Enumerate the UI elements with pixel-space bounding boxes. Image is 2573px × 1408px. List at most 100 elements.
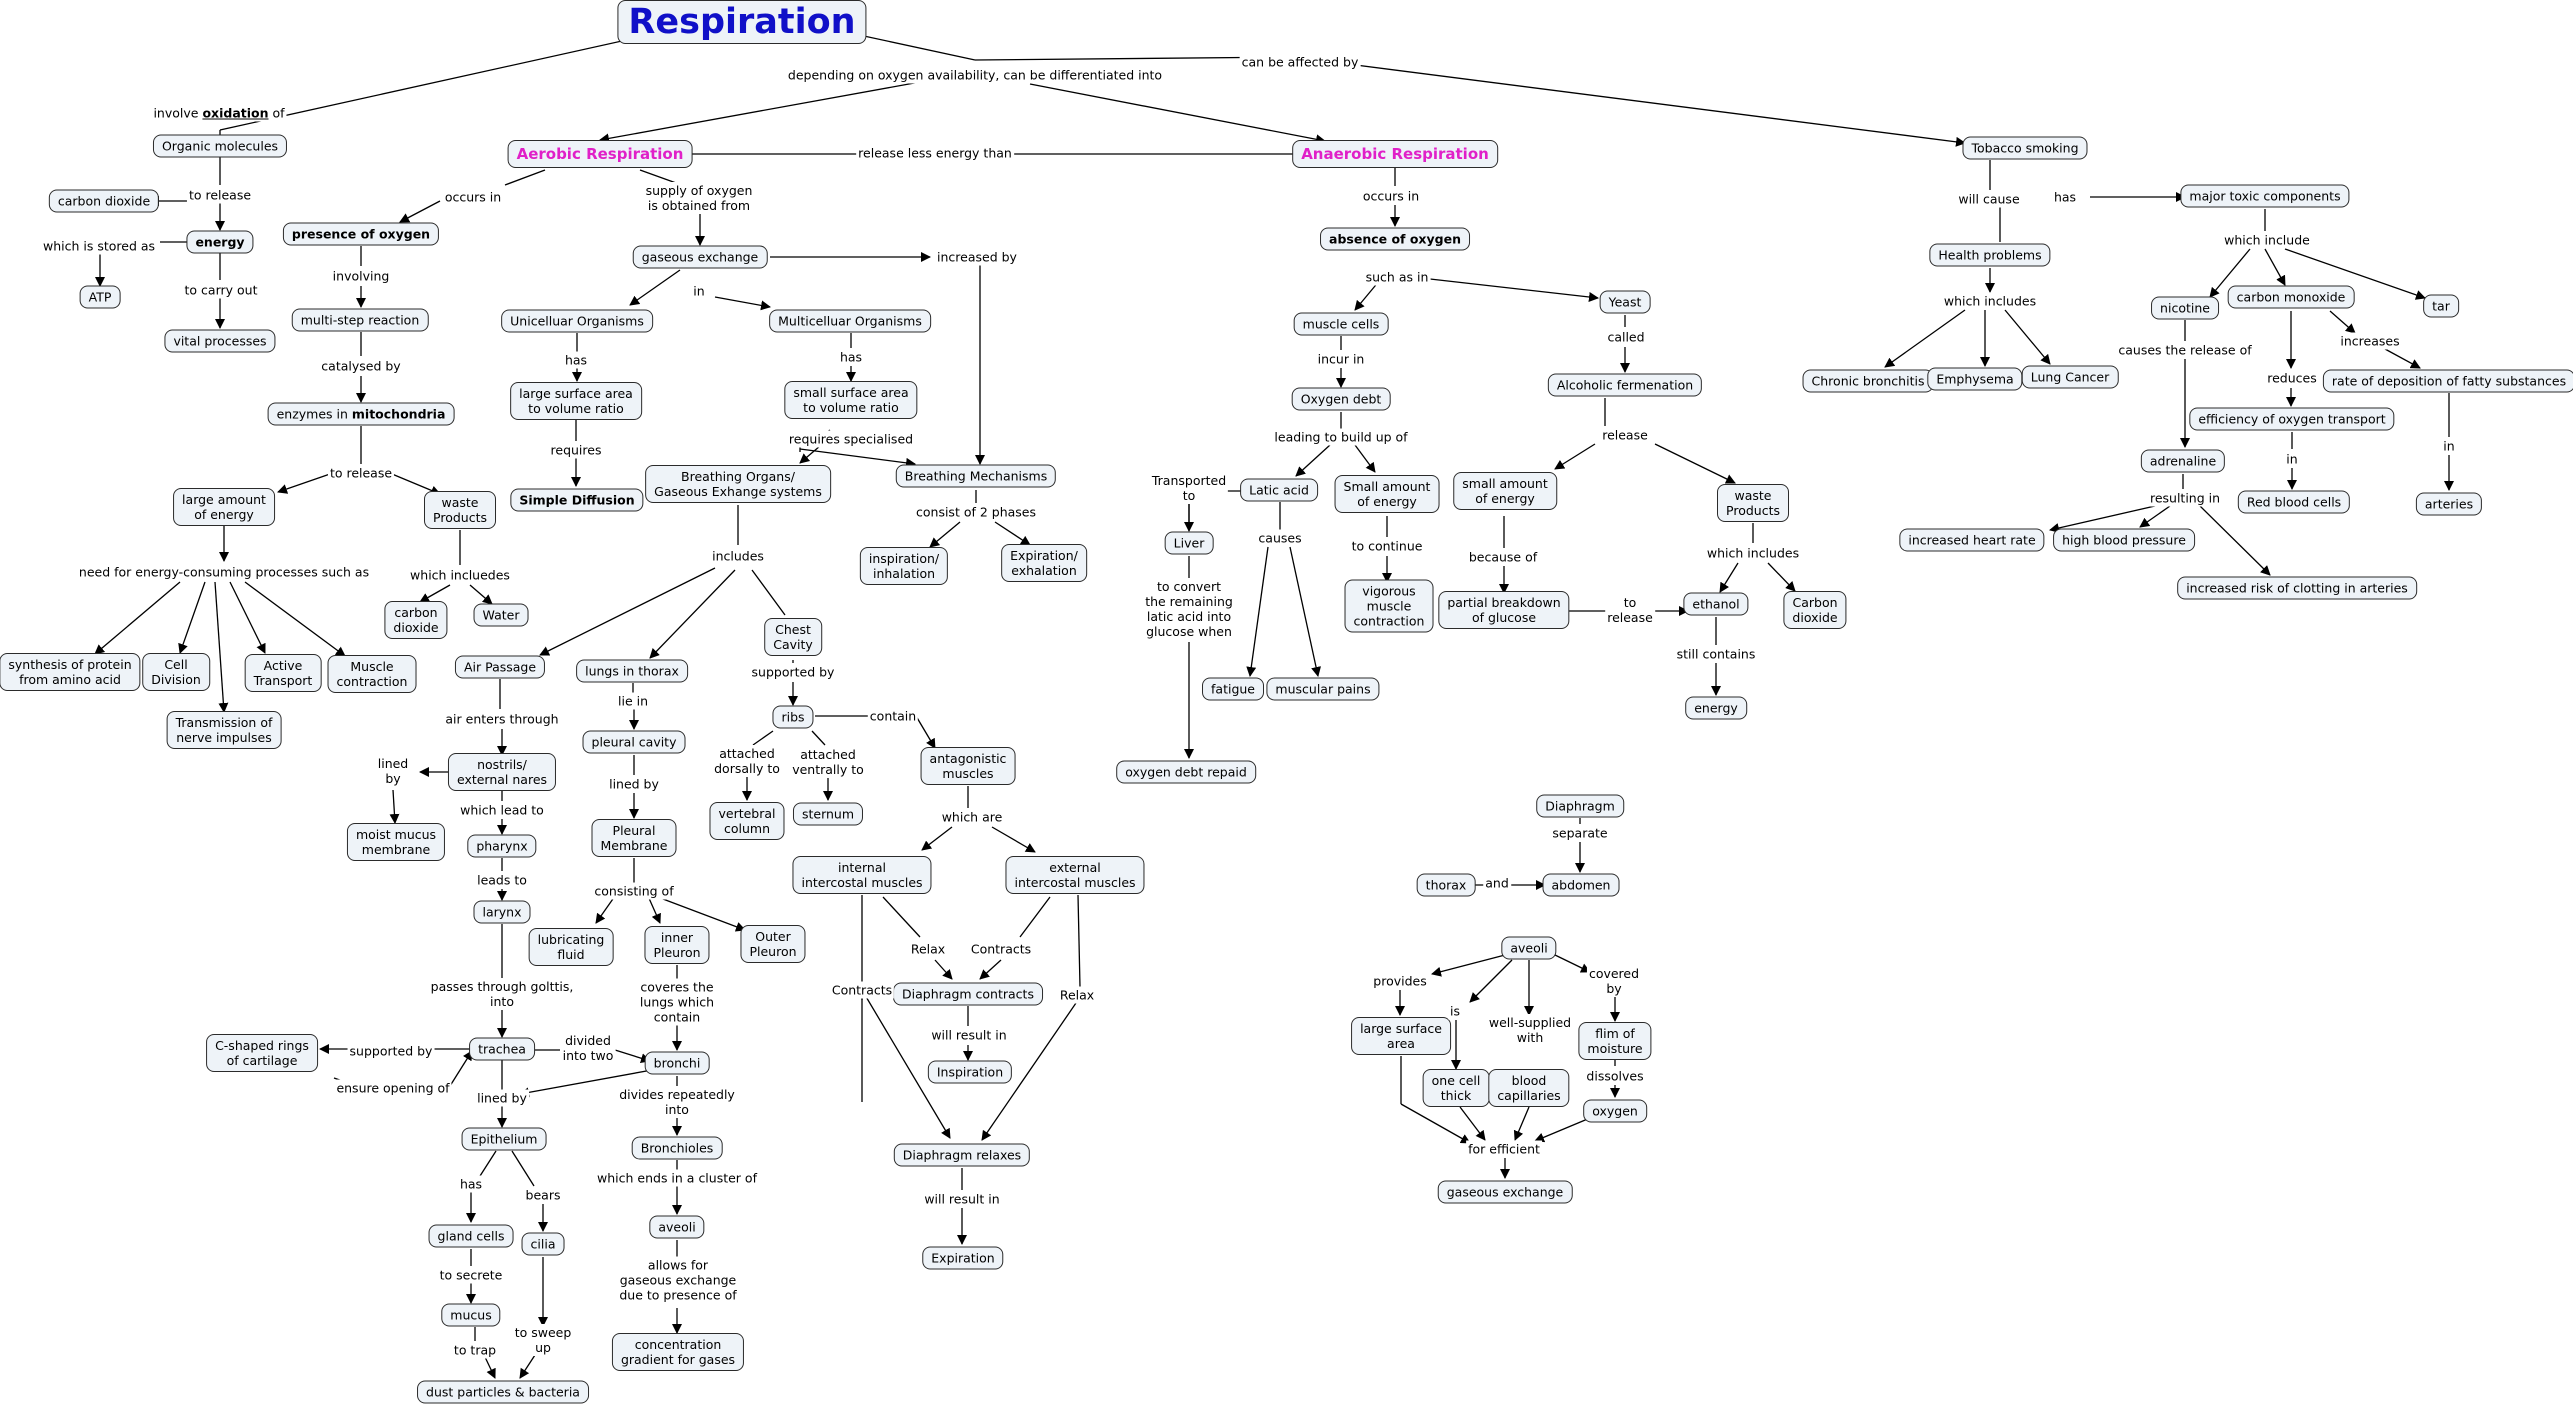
node-arteries[interactable]: arteries [2415, 492, 2483, 516]
node-inspiration[interactable]: Inspiration [927, 1060, 1013, 1084]
node-external-intercostal[interactable]: external intercostal muscles [1005, 856, 1145, 894]
node-internal-intercostal[interactable]: internal intercostal muscles [792, 856, 932, 894]
node-small-surface-area[interactable]: small surface area to volume ratio [784, 381, 918, 419]
node-blood-capillaries[interactable]: blood capillaries [1488, 1069, 1570, 1107]
node-carbon-monoxide[interactable]: carbon monoxide [2227, 285, 2355, 309]
node-bronchioles[interactable]: Bronchioles [631, 1136, 723, 1160]
node-multi-step-reaction[interactable]: multi-step reaction [291, 308, 429, 332]
node-efficiency-oxygen[interactable]: efficiency of oxygen transport [2189, 407, 2395, 431]
title-respiration[interactable]: Respiration [617, 0, 867, 44]
node-lung-cancer[interactable]: Lung Cancer [2021, 365, 2119, 389]
node-breathing-organs[interactable]: Breathing Organs/ Gaseous Exhange system… [645, 465, 831, 503]
node-sternum[interactable]: sternum [792, 802, 864, 826]
node-carbon-dioxide[interactable]: carbon dioxide [48, 189, 160, 213]
node-adrenaline[interactable]: adrenaline [2140, 449, 2226, 473]
node-one-cell-thick[interactable]: one cell thick [1422, 1069, 1490, 1107]
node-gland-cells[interactable]: gland cells [428, 1224, 514, 1248]
node-large-surface-area-aveoli[interactable]: large surface area [1351, 1017, 1451, 1055]
node-gaseous-exchange-aveoli[interactable]: gaseous exchange [1437, 1180, 1573, 1204]
node-tar[interactable]: tar [2423, 294, 2459, 318]
node-tobacco-smoking[interactable]: Tobacco smoking [1962, 136, 2088, 160]
node-unicellular[interactable]: Unicelluar Organisms [501, 309, 653, 333]
node-air-passage[interactable]: Air Passage [454, 655, 546, 679]
node-diaphragm[interactable]: Diaphragm [1536, 794, 1624, 818]
node-moist-mucus[interactable]: moist mucus membrane [346, 823, 446, 861]
node-inspiration-inhalation[interactable]: inspiration/ inhalation [859, 547, 949, 585]
node-active-transport[interactable]: Active Transport [244, 654, 322, 692]
node-transmission-nerve[interactable]: Transmission of nerve impulses [166, 711, 282, 749]
node-high-blood-pressure[interactable]: high blood pressure [2053, 528, 2195, 552]
node-lubricating-fluid[interactable]: lubricating fluid [528, 928, 614, 966]
node-anaerobic-respiration[interactable]: Anaerobic Respiration [1292, 140, 1498, 168]
node-expiration[interactable]: Expiration [922, 1246, 1004, 1270]
node-liver[interactable]: Liver [1164, 531, 1214, 555]
node-aveoli-gas-exchange[interactable]: aveoli [1501, 936, 1557, 960]
node-synthesis-protein[interactable]: synthesis of protein from amino acid [0, 653, 141, 691]
node-inner-pleuron[interactable]: inner Pleuron [644, 926, 710, 964]
node-small-amount-energy-yeast[interactable]: small amount of energy [1453, 472, 1557, 510]
node-cell-division[interactable]: Cell Division [142, 653, 210, 691]
node-energy[interactable]: energy [186, 230, 254, 254]
node-film-of-moisture[interactable]: flim of moisture [1578, 1022, 1652, 1060]
node-partial-breakdown[interactable]: partial breakdown of glucose [1438, 591, 1570, 629]
node-oxygen-debt[interactable]: Oxygen debt [1291, 387, 1391, 411]
node-multicellular[interactable]: Multicelluar Organisms [769, 309, 931, 333]
node-lungs-in-thorax[interactable]: lungs in thorax [576, 659, 688, 683]
node-red-blood-cells[interactable]: Red blood cells [2237, 490, 2351, 514]
node-pharynx[interactable]: pharynx [467, 834, 537, 858]
node-waste-products-yeast[interactable]: waste Products [1717, 484, 1789, 522]
node-expiration-exhalation[interactable]: Expiration/ exhalation [1001, 544, 1087, 582]
node-alcoholic-fermentation[interactable]: Alcoholic fermenation [1547, 373, 1703, 397]
node-oxygen[interactable]: oxygen [1583, 1099, 1647, 1123]
node-ribs[interactable]: ribs [772, 705, 814, 729]
node-muscle-cells[interactable]: muscle cells [1293, 312, 1389, 336]
node-breathing-mechanisms[interactable]: Breathing Mechanisms [895, 464, 1057, 488]
node-increased-risk-clotting[interactable]: increased risk of clotting in arteries [2177, 576, 2417, 600]
node-mucus[interactable]: mucus [441, 1303, 501, 1327]
node-gaseous-exchange[interactable]: gaseous exchange [632, 245, 768, 269]
node-bronchi[interactable]: bronchi [644, 1051, 710, 1075]
node-emphysema[interactable]: Emphysema [1927, 367, 2023, 391]
node-latic-acid[interactable]: Latic acid [1240, 478, 1318, 502]
node-muscular-pains[interactable]: muscular pains [1266, 677, 1380, 701]
node-concentration-gradient[interactable]: concentration gradient for gases [611, 1333, 745, 1371]
node-energy-yeast[interactable]: energy [1685, 696, 1747, 720]
node-vital-processes[interactable]: vital processes [164, 329, 276, 353]
node-larynx[interactable]: larynx [473, 900, 531, 924]
node-enzymes-mitochondria[interactable]: enzymes in mitochondria [267, 402, 455, 426]
node-carbon-dioxide-yeast[interactable]: Carbon dioxide [1783, 591, 1847, 629]
node-large-amount-energy[interactable]: large amount of energy [173, 488, 275, 526]
node-c-shaped-rings[interactable]: C-shaped rings of cartilage [206, 1034, 318, 1072]
node-rate-deposition[interactable]: rate of deposition of fatty substances [2322, 369, 2573, 393]
node-oxygen-debt-repaid[interactable]: oxygen debt repaid [1116, 760, 1256, 784]
node-dust-particles[interactable]: dust particles & bacteria [417, 1380, 589, 1404]
node-epithelium[interactable]: Epithelium [461, 1127, 547, 1151]
node-organic-molecules[interactable]: Organic molecules [152, 134, 288, 158]
node-presence-of-oxygen[interactable]: presence of oxygen [282, 222, 440, 246]
node-chronic-bronchitis[interactable]: Chronic bronchitis [1802, 369, 1934, 393]
node-increased-heart-rate[interactable]: increased heart rate [1899, 528, 2045, 552]
node-nicotine[interactable]: nicotine [2151, 296, 2219, 320]
node-outer-pleuron[interactable]: Outer Pleuron [740, 925, 806, 963]
node-antagonistic-muscles[interactable]: antagonistic muscles [920, 747, 1016, 785]
node-absence-of-oxygen[interactable]: absence of oxygen [1320, 227, 1470, 251]
node-thorax[interactable]: thorax [1416, 873, 1476, 897]
node-abdomen[interactable]: abdomen [1542, 873, 1620, 897]
node-simple-diffusion[interactable]: Simple Diffusion [510, 488, 644, 512]
node-aveoli-lungs[interactable]: aveoli [649, 1215, 705, 1239]
node-cilia[interactable]: cilia [521, 1232, 565, 1256]
node-diaphragm-contracts[interactable]: Diaphragm contracts [893, 982, 1043, 1006]
node-health-problems[interactable]: Health problems [1929, 243, 2051, 267]
node-small-amount-energy[interactable]: Small amount of energy [1334, 475, 1440, 513]
node-waste-products[interactable]: waste Products [424, 491, 496, 529]
node-trachea[interactable]: trachea [469, 1037, 535, 1061]
node-atp[interactable]: ATP [79, 285, 121, 309]
node-carbon-dioxide-waste[interactable]: carbon dioxide [384, 601, 448, 639]
node-fatigue[interactable]: fatigue [1202, 677, 1264, 701]
node-nostrils[interactable]: nostrils/ external nares [447, 753, 557, 791]
node-pleural-cavity[interactable]: pleural cavity [582, 730, 686, 754]
node-pleural-membrane[interactable]: Pleural Membrane [591, 819, 677, 857]
node-muscle-contraction[interactable]: Muscle contraction [327, 655, 417, 693]
node-yeast[interactable]: Yeast [1599, 290, 1651, 314]
node-ethanol[interactable]: ethanol [1683, 592, 1749, 616]
